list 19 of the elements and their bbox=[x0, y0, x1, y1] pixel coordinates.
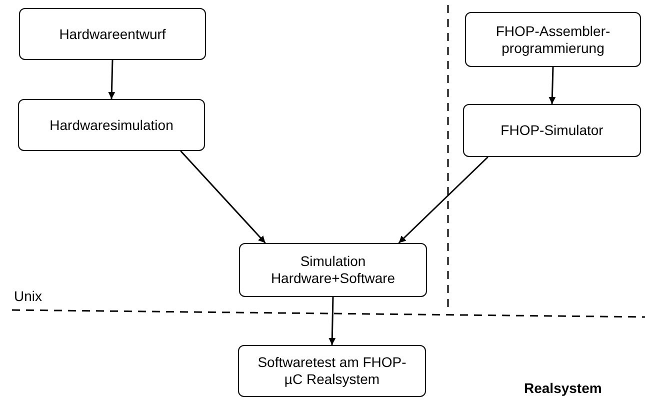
arrow bbox=[328, 296, 336, 346]
arrow bbox=[108, 60, 116, 100]
region-label: Unix bbox=[14, 288, 42, 304]
arrow bbox=[398, 156, 488, 244]
box-label: Softwaretest am FHOP-µC Realsystem bbox=[256, 354, 408, 388]
region-label: Realsystem bbox=[524, 380, 602, 396]
arrow bbox=[548, 66, 556, 104]
box-label: Hardwareentwurf bbox=[59, 26, 166, 42]
box-label: Hardwaresimulation bbox=[50, 116, 174, 134]
box-label: FHOP-Simulator bbox=[500, 122, 604, 139]
process-box bbox=[238, 345, 426, 397]
box-label: FHOP-Assembler-programmierung bbox=[494, 22, 612, 56]
process-box bbox=[463, 104, 641, 157]
process-box bbox=[18, 99, 205, 151]
box-label: Simulation Hardware+Software bbox=[270, 253, 396, 287]
process-box bbox=[465, 12, 641, 67]
process-box bbox=[19, 8, 206, 60]
process-box bbox=[239, 243, 427, 297]
arrow bbox=[180, 150, 266, 244]
